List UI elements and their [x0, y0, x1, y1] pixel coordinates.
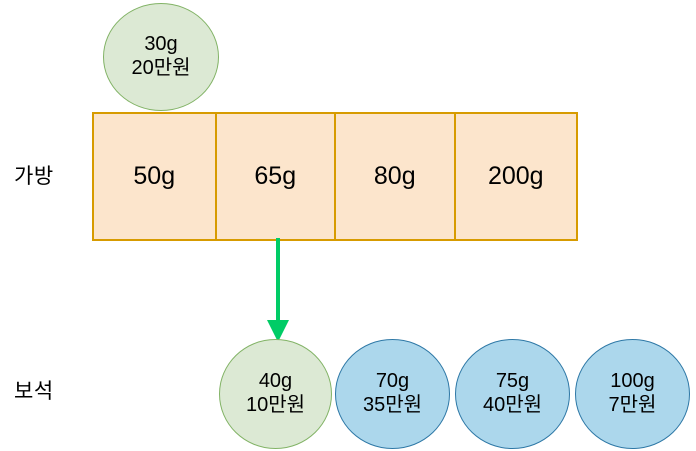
gem-bubble-0-weight: 40g	[258, 370, 293, 393]
row-label-bag: 가방	[14, 165, 54, 188]
bag-cell-1: 65g	[217, 114, 336, 239]
bag-cell-3: 200g	[456, 114, 577, 239]
gem-bubble-1-weight: 70g	[375, 370, 410, 393]
gem-bubble-0: 40g 10만원	[219, 339, 332, 449]
bag-cell-0: 50g	[94, 114, 217, 239]
bubble-top-price: 20만원	[131, 57, 191, 79]
bag-cell-2-weight: 80g	[373, 162, 416, 190]
bag-cell-0-weight: 50g	[133, 162, 176, 190]
bubble-top-candidate: 30g 20만원	[103, 3, 219, 111]
row-label-gem: 보석	[14, 380, 54, 403]
bubble-top-weight: 30g	[144, 33, 178, 56]
gem-bubble-3-weight: 100g	[610, 370, 655, 393]
gem-bubble-2-price: 40만원	[482, 394, 543, 416]
bag-capacity-table: 50g 65g 80g 200g	[92, 112, 578, 241]
arrow-head	[267, 320, 289, 342]
gem-bubble-3: 100g 7만원	[575, 339, 690, 449]
down-arrow-icon	[267, 238, 289, 342]
bag-cell-1-weight: 65g	[254, 162, 297, 190]
gem-bubble-3-price: 7만원	[608, 394, 657, 416]
bag-cell-3-weight: 200g	[487, 162, 544, 190]
gem-bubble-0-price: 10만원	[245, 394, 306, 416]
gem-bubble-1: 70g 35만원	[335, 339, 450, 449]
gem-bubble-1-price: 35만원	[362, 394, 423, 416]
gem-bubble-2-weight: 75g	[495, 370, 530, 393]
bag-cell-2: 80g	[336, 114, 456, 239]
gem-bubble-2: 75g 40만원	[455, 339, 570, 449]
